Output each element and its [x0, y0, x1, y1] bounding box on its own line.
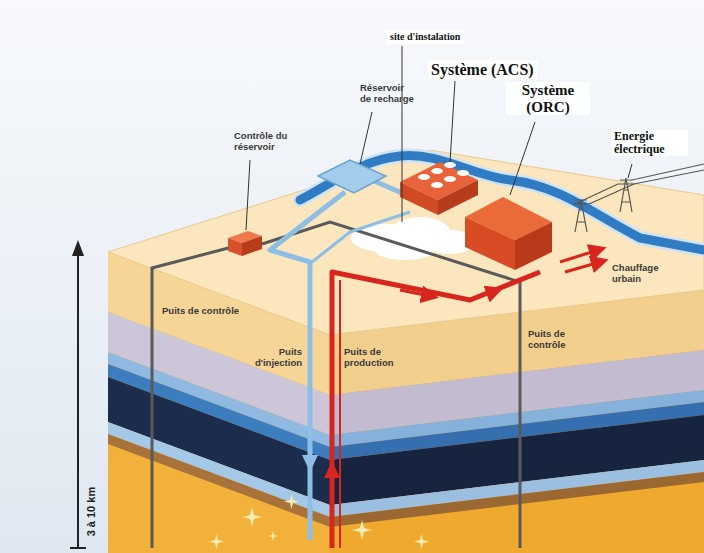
- right-face-strata: [330, 290, 704, 553]
- leader-line: [450, 81, 455, 162]
- recharge-reservoir: [318, 160, 386, 193]
- acs-building: [438, 180, 478, 215]
- heat-sparkles: [414, 534, 429, 549]
- acs-building: [444, 176, 456, 182]
- control-building: [242, 236, 262, 256]
- installation-site-cloud: [351, 217, 476, 260]
- control-label: Contrôle du réservoir: [234, 130, 292, 153]
- ground-surface: [108, 150, 704, 335]
- leader-line: [246, 46, 632, 230]
- heat-flow-arrows: [470, 291, 495, 300]
- injection-arrow: [302, 455, 318, 472]
- acs-building: [431, 168, 443, 174]
- heat-sparkles: [352, 520, 372, 540]
- production-well: [332, 272, 540, 548]
- left-face-strata: [108, 434, 330, 527]
- control-building: [228, 238, 242, 256]
- installation-site-cloud: [375, 240, 435, 260]
- heat-sparkles: [209, 534, 224, 549]
- leader-line: [360, 112, 372, 164]
- power-pylon: [573, 200, 589, 232]
- production-well: [339, 280, 341, 548]
- system-label: Système (ORC): [506, 82, 590, 115]
- system-label: Système (ACS): [428, 60, 537, 79]
- well-label: Puits de contrôle: [528, 328, 580, 351]
- right-face-strata: [330, 290, 704, 553]
- orc-building: [465, 217, 515, 270]
- well-label: Puits de production: [344, 346, 402, 369]
- heating-label: Chauffage urbain: [612, 262, 666, 285]
- power-pylon: [618, 178, 634, 212]
- heat-sparkles: [284, 494, 299, 509]
- acs-building: [444, 162, 456, 168]
- heat-flow-arrows: [560, 250, 598, 262]
- leader-line: [402, 46, 403, 222]
- well-label: Puits de contrôle: [162, 305, 239, 316]
- injection-well: [312, 212, 410, 262]
- acs-building: [418, 174, 430, 180]
- power-label: Energie électrique: [612, 130, 688, 156]
- acs-building: [418, 162, 469, 188]
- heat-sparkles: [268, 531, 278, 541]
- production-well: [332, 272, 540, 548]
- orc-building: [465, 197, 552, 270]
- right-face-strata: [330, 472, 704, 527]
- control-well: [262, 222, 520, 548]
- depth-scale: [70, 547, 86, 549]
- leader-line: [246, 160, 250, 230]
- orc-building: [515, 222, 552, 270]
- acs-building: [400, 182, 438, 215]
- control-building: [228, 231, 262, 256]
- control-well: [152, 246, 236, 548]
- heat-flow-arrows: [565, 262, 600, 272]
- depth-scale: [77, 252, 79, 548]
- production-arrow: [324, 461, 340, 478]
- heat-sparkles: [242, 507, 262, 527]
- heat-flow-arrows: [400, 290, 430, 296]
- heat-sparkles: [209, 494, 429, 549]
- depth-scale: [72, 240, 84, 256]
- site-label: site d'instalation: [386, 30, 464, 44]
- left-face-strata: [108, 422, 330, 517]
- reservoir-label: Réservoir de recharge: [360, 82, 415, 105]
- acs-building: [400, 162, 478, 215]
- leader-line: [510, 122, 535, 195]
- acs-building: [457, 170, 469, 176]
- power-pylon: [573, 164, 704, 232]
- acs-building: [431, 182, 443, 188]
- power-pylon: [575, 164, 704, 204]
- leader-line: [628, 164, 632, 178]
- depth-scale: [70, 240, 86, 548]
- well-label: Puits d'injection: [240, 346, 302, 369]
- depth-label: 3 à 10 km: [85, 487, 98, 537]
